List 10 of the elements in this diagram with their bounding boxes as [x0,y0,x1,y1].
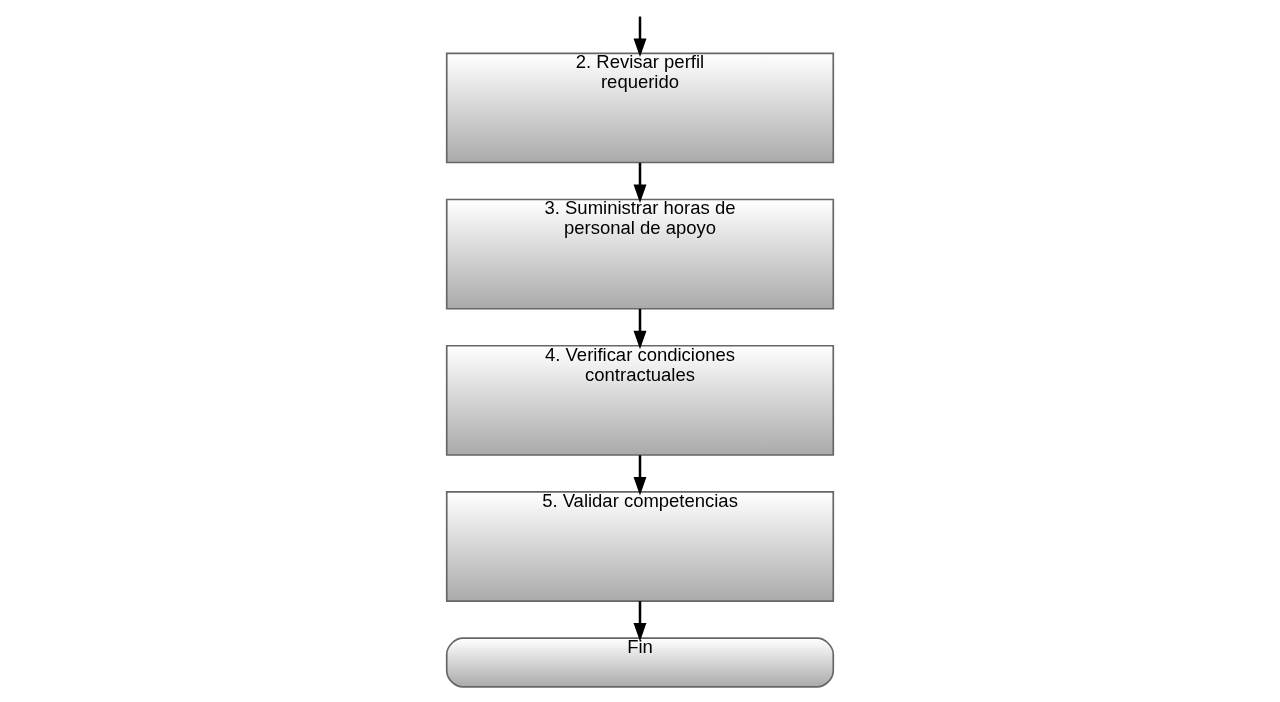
node-box: 4. Verificar condiciones contractuales [445,344,835,456]
arrow [633,455,647,496]
arrow [633,162,647,203]
node-box: Fin [445,637,835,688]
arrow [633,309,647,350]
arrow [633,601,647,642]
node-box: 3. Suministrar horas de personal de apoyo [445,198,835,310]
node-box: 5. Validar competencias [445,491,835,602]
node-box: 2. Revisar perfil requerido [445,52,835,164]
arrow [633,16,647,57]
